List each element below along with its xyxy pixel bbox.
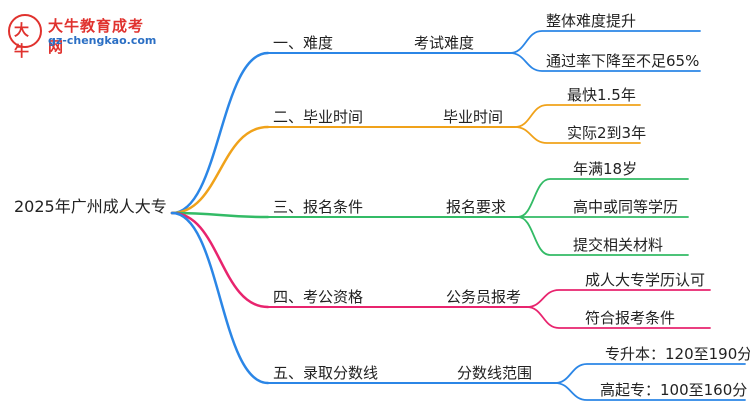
leaf-connector-5-1 [554,363,746,384]
root-connector-1 [170,51,270,215]
leaf-actual: 实际2到3年 [567,124,647,142]
logo-mark-icon: 大牛 [8,14,42,60]
leaf-recognized: 成人大专学历认可 [585,271,706,289]
branch-label-civil-service: 四、考公资格 [273,288,364,306]
sub-label-graduation-time: 毕业时间 [443,108,504,126]
sub-label-exam-difficulty: 考试难度 [414,34,475,52]
leaf-upgrade-score: 专升本：120至190分 [605,345,750,363]
logo-url: gz-chengkao.com [48,34,157,47]
sub-label-requirements: 报名要求 [446,198,507,216]
sub-label-civil-service: 公务员报考 [446,288,522,306]
leaf-connector-4-2 [526,306,711,329]
root-connector-4 [170,211,270,309]
branch-label-cutoff: 五、录取分数线 [273,364,379,382]
leaf-connector-2-1 [514,104,641,128]
leaf-connector-2-2 [514,126,641,144]
leaf-eligible: 符合报考条件 [585,309,676,327]
logo-mark-text: 大牛 [14,21,30,60]
sub-label-cutoff-range: 分数线范围 [457,364,533,382]
leaf-materials: 提交相关材料 [573,236,664,254]
logo-name: 大牛教育成考网 [48,17,145,56]
leaf-college-score: 高起专：100至160分 [600,381,748,399]
logo: 大牛 大牛教育成考网 gz-chengkao.com [8,12,158,60]
leaf-connector-1-1 [509,30,701,54]
leaf-fastest: 最快1.5年 [567,86,636,104]
root-connector-5 [170,211,270,385]
leaf-education: 高中或同等学历 [573,198,679,216]
leaf-connector-3-3 [517,216,689,256]
leaf-connector-4-1 [526,289,711,308]
leaf-connector-5-2 [554,382,746,401]
leaf-age: 年满18岁 [573,160,638,178]
leaf-connector-1-2 [509,52,701,72]
root-connector-3 [170,211,270,219]
root-connector-2 [170,125,270,215]
branch-label-requirements: 三、报名条件 [273,198,364,216]
branch-label-difficulty: 一、难度 [273,34,334,52]
branch-label-graduation: 二、毕业时间 [273,108,364,126]
leaf-connector-3-1 [517,178,689,218]
leaf-pass-rate: 通过率下降至不足65% [546,52,700,70]
root-node: 2025年广州成人大专 [14,197,167,216]
leaf-overall-difficulty: 整体难度提升 [546,12,637,30]
